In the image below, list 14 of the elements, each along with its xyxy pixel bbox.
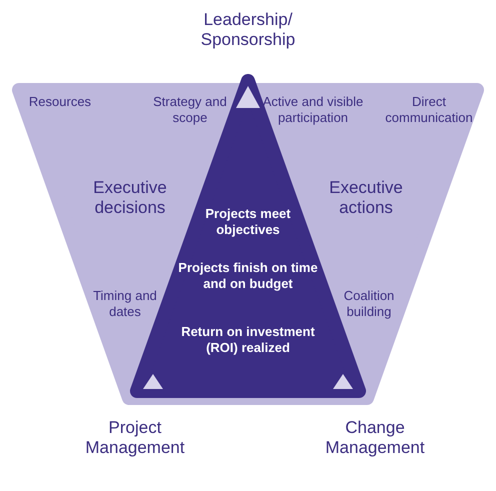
section-heading: Executive decisions — [92, 178, 168, 219]
factor-label: Direct communication — [384, 94, 474, 126]
factor-label: Resources — [28, 94, 92, 110]
factor-label: Strategy and scope — [152, 94, 228, 126]
outcome-text: Projects meet objectives — [204, 206, 292, 238]
outcome-text: Return on investment (ROI) realized — [180, 324, 316, 356]
outcome-text: Projects finish on time and on budget — [177, 260, 319, 292]
corner-title: Project Management — [84, 418, 186, 459]
corner-title: Leadership/ Sponsorship — [200, 10, 296, 51]
factor-label: Active and visible participation — [262, 94, 364, 126]
corner-title: Change Management — [324, 418, 426, 459]
section-heading: Executive actions — [328, 178, 404, 219]
factor-label: Timing and dates — [92, 288, 158, 320]
factor-label: Coalition building — [342, 288, 396, 320]
